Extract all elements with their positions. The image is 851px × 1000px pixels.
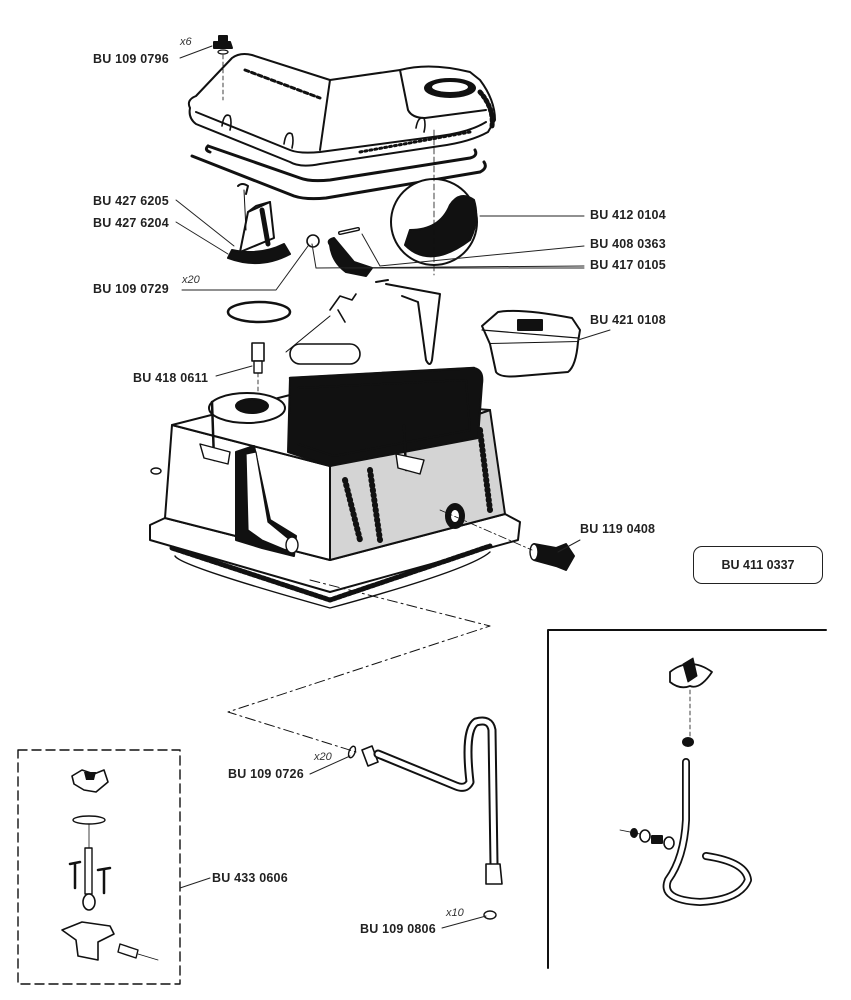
leader-lines [175, 45, 611, 929]
qty-bracket-washer: x20 [182, 274, 200, 286]
float-pin-icon [338, 227, 360, 235]
label-pipe-washer: BU 109 0726 [228, 767, 304, 781]
qty-cover-knob: x6 [180, 36, 192, 48]
bracket-washer-icon [306, 234, 320, 248]
float-arm-rod-icon [375, 279, 441, 365]
tank-body [149, 366, 521, 609]
label-valve-box: BU 421 0108 [590, 313, 666, 327]
float-cylinder-icon [285, 293, 361, 365]
inset-frame [547, 629, 827, 969]
assembly-part-box: BU 411 0337 [693, 546, 823, 584]
label-cover-knob: BU 109 0796 [93, 52, 169, 66]
float-lever-icon [327, 237, 373, 277]
label-float-ball: BU 412 0104 [590, 208, 666, 222]
label-float-arm: BU 417 0105 [590, 258, 666, 272]
pipe-guide-line [227, 579, 491, 753]
label-bracket-washer: BU 109 0729 [93, 282, 169, 296]
outlet-nipple-icon [251, 342, 265, 401]
valve-box-icon [481, 309, 581, 378]
float-ball-icon [390, 129, 478, 276]
cover-lid [187, 53, 496, 167]
cover-knob-icon [213, 35, 233, 101]
label-float-pin: BU 408 0363 [590, 237, 666, 251]
o-ring-icon [226, 300, 292, 324]
label-outlet-nipple: BU 418 0611 [133, 371, 209, 385]
qty-pipe-end-washer: x10 [446, 907, 464, 919]
assembly-part-label: BU 411 0337 [721, 558, 795, 572]
label-float-bracket-b: BU 427 6204 [93, 216, 169, 230]
label-float-bracket-a: BU 427 6205 [93, 194, 169, 208]
side-plug-icon [439, 509, 575, 571]
label-side-plug: BU 119 0408 [580, 522, 656, 536]
mount-kit-box [17, 749, 181, 985]
label-mount-kit: BU 433 0606 [212, 871, 288, 885]
float-bracket-icon [227, 183, 291, 265]
cover-gaskets [190, 144, 487, 201]
qty-pipe-washer: x20 [314, 751, 332, 763]
label-pipe-end-washer: BU 109 0806 [360, 922, 436, 936]
pipe-assembly-icon [347, 716, 503, 920]
